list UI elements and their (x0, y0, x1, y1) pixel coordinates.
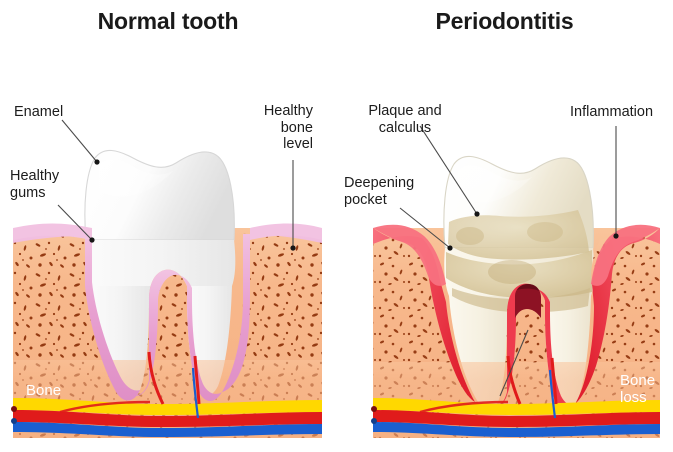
pocket-shadow (517, 284, 539, 291)
inflamed-gums-right (373, 224, 660, 413)
gum-right-band (222, 228, 322, 392)
dot-plaque (474, 211, 480, 217)
crown-highlight-right (458, 165, 532, 203)
page-title-periodontitis: Periodontitis (435, 8, 574, 34)
dot-deepening-pocket (447, 245, 453, 251)
dot-healthy-bone (290, 245, 296, 251)
crown-highlight-left (99, 159, 173, 197)
leader-deepening-pocket-upper (399, 207, 451, 249)
artery-branch-left-2 (193, 355, 201, 405)
gum-inflamed-left-swell (373, 224, 446, 286)
gum-left-band (13, 228, 140, 401)
periodontitis-illustration (371, 155, 660, 438)
tooth-neck-left (85, 240, 236, 286)
callout-healthy-bone-level: Healthy bone level (263, 103, 313, 152)
plaque-blob-3 (488, 260, 536, 284)
callout-plaque-and-calculus: Plaque and calculus (368, 103, 442, 136)
artery-branch-right (506, 355, 522, 405)
nerve-yellow-right (373, 398, 660, 415)
normal-tooth-illustration (11, 149, 322, 438)
vessel-end-blue-right (371, 418, 377, 424)
gum-crest-right (250, 223, 322, 240)
dot-inflammation (613, 233, 619, 239)
perio-tooth-body (443, 155, 595, 411)
plaque-band-upper (448, 210, 589, 260)
gum-inflamed-left-band (373, 228, 475, 402)
artery-thread-right (419, 400, 509, 414)
gum-papilla-right (489, 283, 580, 413)
plaque-blob-2 (527, 222, 563, 242)
leader-dots (89, 159, 619, 251)
vein-blue-left (13, 422, 322, 437)
gum-crest-left (13, 223, 92, 240)
plaque-calculus-deposits (446, 210, 592, 313)
artery-red-right (373, 410, 660, 427)
nerve-yellow-left (13, 398, 322, 415)
callout-deepening-pocket: Deepening pocket (344, 175, 415, 208)
gum-inflamed-right-swell (591, 224, 660, 286)
dot-enamel (94, 159, 100, 165)
artery-thread-left (59, 400, 151, 414)
leader-healthy-gums (57, 204, 93, 241)
neurovascular-bundle-right (371, 355, 660, 437)
plaque-blob-1 (456, 227, 484, 245)
gum-papilla-left (131, 269, 222, 401)
dot-healthy-gums (89, 237, 95, 243)
vein-branch-right (548, 369, 557, 419)
neurovascular-bundle-left (11, 351, 322, 437)
inlabel-bone-loss: Bone loss (620, 372, 656, 406)
plaque-band-lower (446, 250, 592, 299)
inlabel-bone: Bone (26, 382, 62, 399)
callout-enamel: Enamel (14, 104, 64, 120)
vein-blue-right (373, 422, 660, 437)
deepening-pocket (515, 284, 541, 318)
artery-branch-left (147, 351, 165, 405)
vessel-end-red-right (371, 406, 377, 412)
healthy-gums-left (13, 223, 322, 401)
page-title-normal-tooth: Normal tooth (97, 8, 239, 34)
artery-red-left (13, 410, 322, 427)
vein-branch-left (191, 367, 200, 419)
leader-plaque (419, 125, 478, 215)
callout-healthy-gums: Healthy gums (10, 168, 60, 201)
callout-inflammation: Inflammation (570, 104, 654, 120)
artery-branch-right-2 (550, 357, 558, 405)
leader-enamel (61, 119, 98, 163)
vessel-end-red-left (11, 406, 17, 412)
leader-deepening-pocket-lower (499, 329, 529, 397)
vessel-end-blue-left (11, 418, 17, 424)
leader-lines (57, 119, 617, 397)
